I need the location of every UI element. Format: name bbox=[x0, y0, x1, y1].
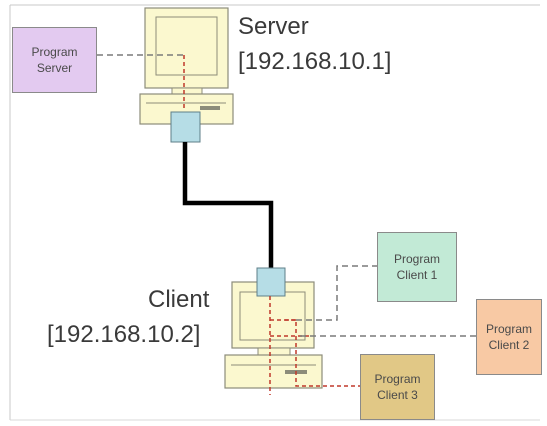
server-screen bbox=[155, 16, 218, 76]
client-screen bbox=[239, 291, 306, 341]
program-client2-box: Program Client 2 bbox=[476, 299, 542, 375]
server-monitor-neck bbox=[171, 87, 203, 95]
program-client3-box: Program Client 3 bbox=[360, 354, 435, 420]
client-computer bbox=[224, 281, 323, 389]
server-drive-slot bbox=[200, 106, 220, 110]
client-ip: [192.168.10.2] bbox=[47, 321, 201, 348]
client-internal-flow-3 bbox=[270, 319, 360, 387]
program-client1-link bbox=[296, 265, 377, 321]
program-client2-label: Program Client 2 bbox=[485, 322, 532, 352]
client-base-unit bbox=[224, 354, 323, 389]
program-server-box: Program Server bbox=[12, 27, 97, 93]
client-title: Client bbox=[148, 286, 210, 313]
program-client3-label: Program Client 3 bbox=[374, 372, 421, 402]
program-client1-box: Program Client 1 bbox=[377, 232, 457, 302]
server-title: Server bbox=[238, 13, 309, 40]
client-monitor-neck bbox=[257, 347, 291, 356]
server-network-connector bbox=[170, 111, 201, 143]
program-server-label: Program Server bbox=[31, 45, 78, 75]
program-client1-label: Program Client 1 bbox=[393, 252, 440, 282]
client-network-connector bbox=[256, 267, 286, 297]
network-cable bbox=[182, 142, 274, 268]
server-computer bbox=[139, 7, 234, 125]
server-ip: [192.168.10.1] bbox=[238, 48, 392, 75]
